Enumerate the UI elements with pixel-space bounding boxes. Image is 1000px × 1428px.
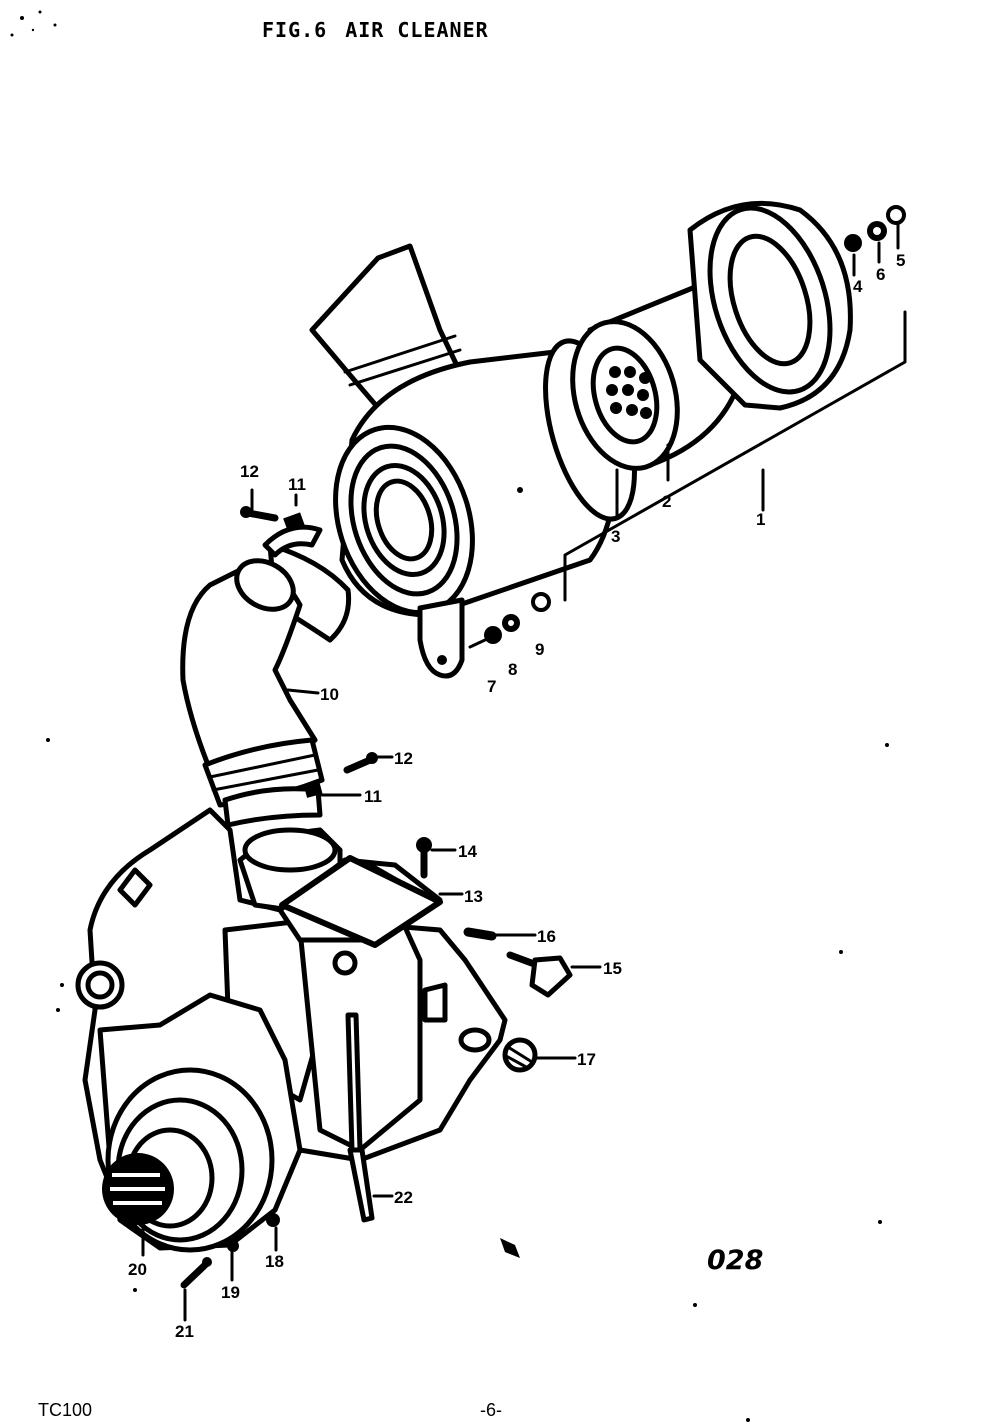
assembly-bracket-line <box>563 310 907 602</box>
model-name: TC100 <box>38 1400 93 1420</box>
callout-19: 19 <box>221 1283 240 1302</box>
callout-12-upper: 12 <box>240 462 259 481</box>
callout-11-upper: 11 <box>288 475 306 494</box>
figure-title: FIG.6 AIR CLEANER <box>262 18 489 42</box>
page-number: -6- <box>480 1400 502 1420</box>
throttle-screw <box>506 951 573 998</box>
callout-5: 5 <box>896 251 905 270</box>
callout-18: 18 <box>265 1252 284 1271</box>
figure-number: FIG.6 <box>262 18 328 42</box>
callout-22: 22 <box>394 1188 413 1207</box>
callout-labels: 1 2 3 4 5 6 7 8 9 10 11 11 12 12 13 14 1… <box>128 251 905 1341</box>
callout-10: 10 <box>320 685 339 704</box>
callout-13: 13 <box>464 887 483 906</box>
callout-15: 15 <box>603 959 622 978</box>
callout-14: 14 <box>458 842 477 861</box>
clamp-screw-upper <box>240 506 279 522</box>
callout-17: 17 <box>577 1050 596 1069</box>
adjuster-screw <box>463 927 497 941</box>
carb-gasket <box>279 855 443 948</box>
callout-20: 20 <box>128 1260 147 1279</box>
callout-4: 4 <box>853 277 863 296</box>
air-cleaner-cap <box>687 200 853 411</box>
screw-14 <box>416 837 432 879</box>
leader-lines <box>141 488 602 1322</box>
callout-11-lower: 11 <box>364 787 382 806</box>
drain-plug <box>502 1037 538 1073</box>
callout-2: 2 <box>662 492 671 511</box>
cover-cap <box>102 1153 174 1225</box>
screw-21 <box>180 1257 212 1289</box>
callout-8: 8 <box>508 660 517 679</box>
cover-screw <box>227 1213 280 1252</box>
callout-6: 6 <box>876 265 885 284</box>
figure-name: AIR CLEANER <box>345 18 489 42</box>
cap-hardware <box>844 205 906 252</box>
callout-9: 9 <box>535 640 544 659</box>
overflow-pipe <box>345 1012 375 1223</box>
callout-7: 7 <box>487 677 496 696</box>
callout-1: 1 <box>756 510 765 529</box>
outlet-tube <box>180 542 352 808</box>
hose-clamp-upper <box>262 512 323 558</box>
callout-12-lower: 12 <box>394 749 413 768</box>
callout-16: 16 <box>537 927 556 946</box>
illustration-code: 028 <box>707 1245 764 1276</box>
hose-clamp-lower <box>222 780 323 828</box>
callout-3: 3 <box>611 527 620 546</box>
callout-21: 21 <box>175 1322 194 1341</box>
print-specks <box>10 10 889 1422</box>
clamp-screw-lower <box>343 752 378 774</box>
mount-hardware <box>468 592 551 649</box>
